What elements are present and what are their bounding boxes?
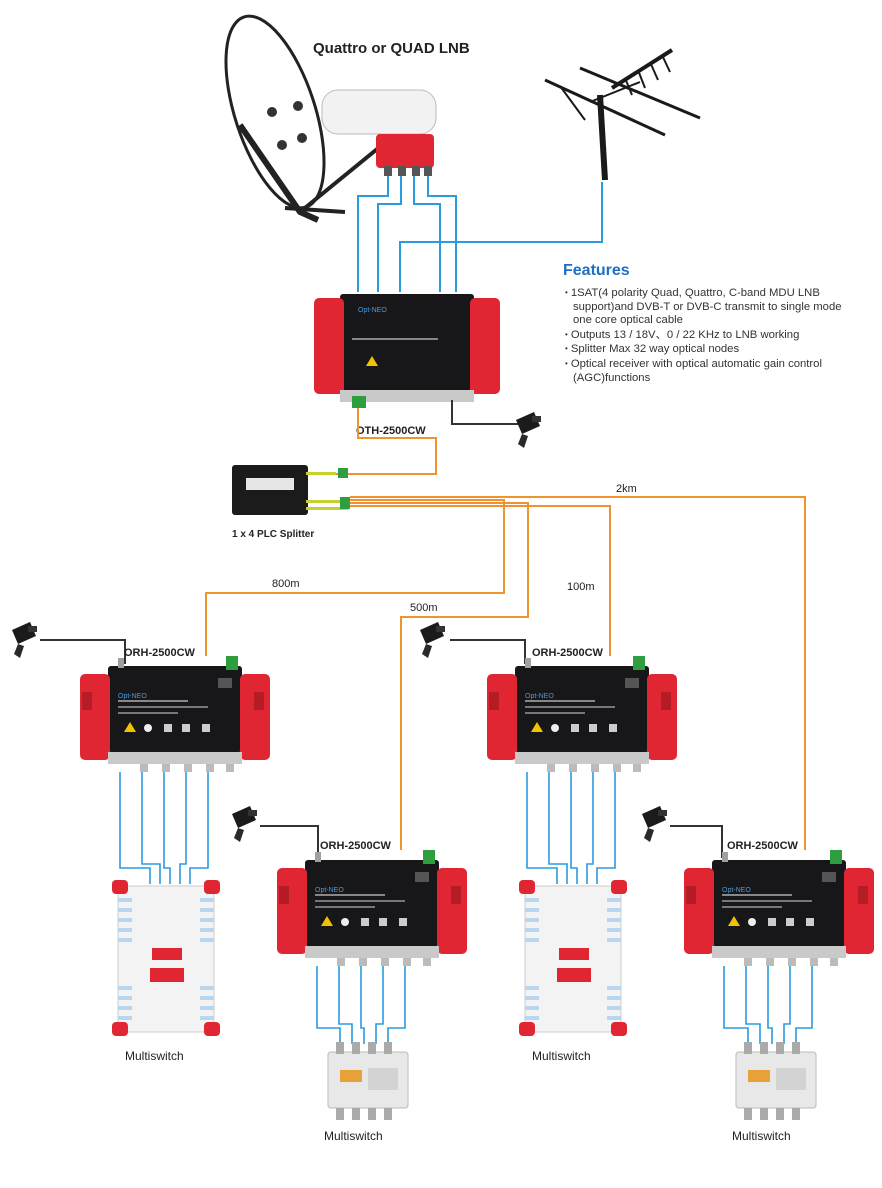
multiswitch-2-label: Multiswitch: [324, 1129, 383, 1143]
features-list: 1SAT(4 polarity Quad, Quattro, C-band MD…: [563, 286, 863, 385]
receiver-1-label: ORH-2500CW: [124, 647, 196, 659]
coax-cables-input: [357, 176, 603, 292]
multiswitch-3-icon: [518, 879, 628, 1037]
receiver-3-brand: Opt-NEO: [525, 693, 554, 700]
receiver-3-label: ORH-2500CW: [532, 647, 604, 659]
quad-lnb-icon: [321, 89, 437, 176]
multiswitch-4-label: Multiswitch: [732, 1129, 791, 1143]
receiver-4-brand: Opt-NEO: [722, 887, 751, 894]
transmitter-device: [314, 294, 500, 408]
coax-cables-output: [119, 772, 813, 1044]
multiswitch-4-icon: [735, 1041, 817, 1121]
tv-antenna-icon: [544, 48, 701, 181]
features-panel: Features 1SAT(4 polarity Quad, Quattro, …: [563, 262, 863, 385]
distance-2km: 2km: [616, 483, 637, 495]
receiver-device-1: [12, 622, 270, 772]
plc-splitter-icon: [232, 465, 350, 515]
satellite-dish-icon: [224, 14, 384, 223]
distance-800m: 800m: [272, 578, 300, 590]
feature-item: 1SAT(4 polarity Quad, Quattro, C-band MD…: [563, 286, 863, 328]
receiver-4-label: ORH-2500CW: [727, 840, 799, 852]
multiswitch-1-label: Multiswitch: [125, 1049, 184, 1063]
fiber-splitter-outputs: [205, 496, 806, 850]
multiswitch-3-label: Multiswitch: [532, 1049, 591, 1063]
transmitter-power-cable: [451, 400, 518, 425]
receiver-2-label: ORH-2500CW: [320, 840, 392, 852]
multiswitch-1-icon: [111, 879, 221, 1037]
lnb-label: Quattro or QUAD LNB: [313, 40, 470, 57]
multiswitch-2-icon: [327, 1041, 409, 1121]
fiber-tx-to-splitter: [334, 408, 437, 475]
transmitter-label: OTH-2500CW: [356, 425, 426, 437]
distance-500m: 500m: [410, 602, 438, 614]
receiver-2-brand: Opt-NEO: [315, 887, 344, 894]
receiver-1-brand: Opt-NEO: [118, 693, 147, 700]
receiver-device-3: [420, 622, 677, 772]
receiver-device-4: [642, 806, 874, 966]
features-title: Features: [563, 262, 630, 279]
feature-item: Outputs 13 / 18V、0 / 22 KHz to LNB worki…: [563, 328, 863, 343]
distance-100m: 100m: [567, 581, 595, 593]
power-adapter-icon: [516, 412, 541, 448]
feature-item: Splitter Max 32 way optical nodes: [563, 342, 863, 357]
transmitter-brand: Opt-NEO: [358, 307, 387, 314]
feature-item: Optical receiver with optical automatic …: [563, 357, 863, 385]
receiver-device-2: [232, 806, 467, 966]
splitter-label: 1 x 4 PLC Splitter: [232, 529, 314, 540]
